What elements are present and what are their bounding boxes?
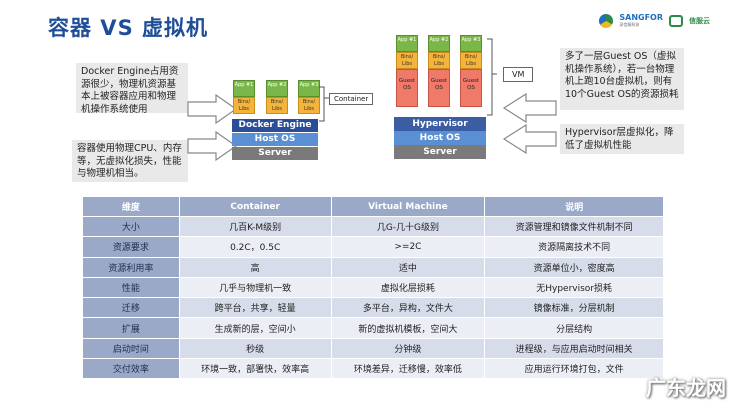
arrow-left-icon	[502, 92, 557, 124]
table-cell: 新的虚拟机模板，空间大	[330, 317, 486, 339]
brand1-sub: 深信服科技	[619, 22, 640, 27]
table-cell: 资源管理和镜像文件机制不同	[484, 215, 664, 238]
container-app-column: App #2 Bins/ Libs	[266, 80, 288, 114]
table-row: 资源利用率 高 适中 资源单位小，密度高	[82, 256, 664, 278]
table-header-cell: 维度	[82, 196, 180, 217]
bins-libs-cell: Bins/ Libs	[428, 52, 450, 69]
table-cell: 多平台，异构，文件大	[330, 297, 486, 319]
container-tag: Container	[329, 93, 374, 105]
watermark: 广东龙网	[646, 376, 726, 400]
table-row: 启动时间 秒级 分钟级 进程级，与应用启动时间相关	[82, 337, 664, 360]
row-header-cell: 资源利用率	[82, 256, 180, 278]
table-row: 扩展 生成新的层，空间小 新的虚拟机模板，空间大 分层结构	[82, 317, 664, 339]
table-cell: 环境一致，部署快，效率高	[178, 358, 332, 380]
table-row: 性能 几乎与物理机一致 虚拟化层损耗 无Hypervisor损耗	[82, 276, 664, 299]
guest-os-cell: Guest OS	[428, 69, 450, 107]
app-cell: App #3	[298, 80, 320, 97]
arrow-left-icon	[502, 124, 557, 154]
server-layer: Server	[232, 147, 318, 160]
app-cell: App #2	[266, 80, 288, 97]
table-cell: 环境差异，迁移慢，效率低	[330, 358, 486, 380]
row-header-cell: 交付效率	[82, 358, 180, 380]
row-header-cell: 性能	[82, 276, 180, 299]
bins-libs-cell: Bins/ Libs	[233, 97, 255, 114]
bins-libs-cell: Bins/ Libs	[266, 97, 288, 114]
table-cell: 几乎与物理机一致	[178, 276, 332, 299]
page-title: 容器 VS 虚拟机	[48, 16, 208, 40]
table-cell: 进程级，与应用启动时间相关	[484, 337, 664, 360]
logo-area: SANGFOR 深信服科技 信服云	[599, 14, 710, 28]
table-cell: 高	[178, 256, 332, 278]
table-header-cell: Virtual Machine	[330, 196, 486, 217]
note-container-cpu: 容器使用物理CPU、内存等，无虚拟化损失，性能与物理机相当。	[72, 140, 188, 182]
brand1-name: SANGFOR	[619, 13, 663, 22]
arrow-right-icon	[187, 93, 238, 125]
row-header-cell: 资源要求	[82, 236, 180, 258]
note-hypervisor: Hypervisor层虚拟化，降低了虚拟机性能	[560, 124, 684, 154]
sangfor-logo-icon	[599, 14, 614, 28]
table-cell: 应用运行环境打包，文件	[484, 358, 664, 380]
table-cell: 分钟级	[330, 337, 486, 360]
table-cell: 资源隔离技术不同	[484, 236, 664, 258]
note-docker-engine: Docker Engine占用资源很少，物理机资源基本上被容器应用和物理机操作系…	[76, 63, 188, 115]
table-row: 资源要求 0.2C，0.5C >=2C 资源隔离技术不同	[82, 236, 664, 258]
hypervisor-layer: Hypervisor	[394, 117, 486, 131]
row-header-cell: 启动时间	[82, 337, 180, 360]
bins-libs-cell: Bins/ Libs	[298, 97, 320, 114]
table-cell: 0.2C，0.5C	[178, 236, 332, 258]
row-header-cell: 大小	[82, 215, 180, 238]
table-cell: 虚拟化层损耗	[330, 276, 486, 299]
container-app-column: App #1 Bins/ Libs	[233, 80, 255, 114]
host-os-layer: Host OS	[394, 131, 486, 145]
server-layer: Server	[394, 145, 486, 159]
table-cell: 秒级	[178, 337, 332, 360]
vm-app-column: App #3 Bins/ Libs Guest OS	[460, 35, 482, 107]
brand2-name: 信服云	[689, 17, 710, 25]
table-cell: 跨平台，共享，轻量	[178, 297, 332, 319]
bracket-icon	[319, 86, 329, 122]
table-row: 迁移 跨平台，共享，轻量 多平台，异构，文件大 镜像标准，分层机制	[82, 297, 664, 319]
vm-app-column: App #1 Bins/ Libs Guest OS	[396, 35, 418, 107]
container-app-column: App #3 Bins/ Libs	[298, 80, 320, 114]
table-cell: 分层结构	[484, 317, 664, 339]
table-cell: 镜像标准，分层机制	[484, 297, 664, 319]
table-header-row: 维度 Container Virtual Machine 说明	[82, 196, 664, 217]
table-cell: 资源单位小，密度高	[484, 256, 664, 278]
row-header-cell: 迁移	[82, 297, 180, 319]
table-cell: 无Hypervisor损耗	[484, 276, 664, 299]
app-cell: App #1	[396, 35, 418, 52]
table-cell: >=2C	[330, 236, 486, 258]
table-cell: 生成新的层，空间小	[178, 317, 332, 339]
host-os-layer: Host OS	[232, 133, 318, 146]
guest-os-cell: Guest OS	[396, 69, 418, 107]
bracket-icon	[487, 38, 497, 116]
table-cell: 几G-几十G级别	[330, 215, 486, 238]
table-cell: 适中	[330, 256, 486, 278]
comparison-table: 维度 Container Virtual Machine 说明 大小 几百K-M…	[82, 196, 664, 380]
row-header-cell: 扩展	[82, 317, 180, 339]
vm-tag: VM	[503, 67, 534, 82]
bins-libs-cell: Bins/ Libs	[460, 52, 482, 69]
table-header-cell: 说明	[484, 196, 664, 217]
arrow-right-icon	[187, 130, 238, 162]
bins-libs-cell: Bins/ Libs	[396, 52, 418, 69]
app-cell: App #3	[460, 35, 482, 52]
vm-app-column: App #2 Bins/ Libs Guest OS	[428, 35, 450, 107]
cloud-logo-icon	[669, 15, 683, 27]
table-row: 交付效率 环境一致，部署快，效率高 环境差异，迁移慢，效率低 应用运行环境打包，…	[82, 358, 664, 380]
table-header-cell: Container	[178, 196, 332, 217]
app-cell: App #2	[428, 35, 450, 52]
guest-os-cell: Guest OS	[460, 69, 482, 107]
docker-engine-layer: Docker Engine	[232, 119, 318, 132]
app-cell: App #1	[233, 80, 255, 97]
table-cell: 几百K-M级别	[178, 215, 332, 238]
note-guest-os: 多了一层Guest OS（虚拟机操作系统），若一台物理机上跑10台虚拟机，则有1…	[560, 48, 684, 110]
table-row: 大小 几百K-M级别 几G-几十G级别 资源管理和镜像文件机制不同	[82, 215, 664, 238]
